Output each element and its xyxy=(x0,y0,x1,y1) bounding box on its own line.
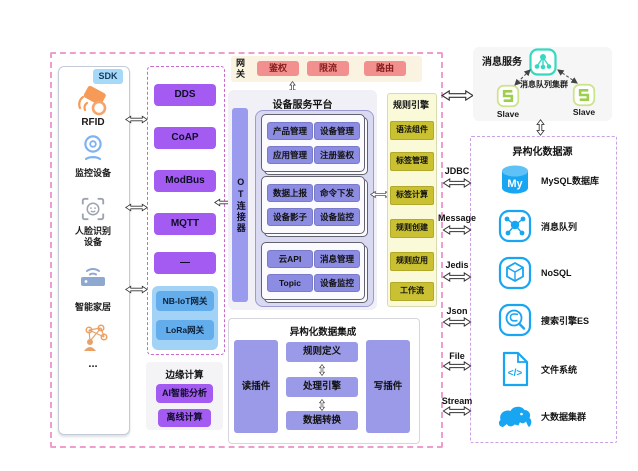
arrow-message xyxy=(442,225,472,235)
device-label-monitor: 监控设备 xyxy=(74,168,111,178)
platform-title: 设备服务平台 xyxy=(272,100,333,111)
device-label-rfid: RFID xyxy=(81,117,105,128)
gateway-nbiot: NB-IoT网关 xyxy=(156,291,214,311)
protocol-dds: DDS xyxy=(154,84,216,106)
device-panel xyxy=(58,66,130,435)
edge-computing-title: 边缘计算 xyxy=(165,370,204,381)
integration-write-plugin: 写插件 xyxy=(366,340,410,433)
datasource-label-mysql: MySQL数据库 xyxy=(541,175,600,186)
gateway-lora: LoRa网关 xyxy=(156,320,214,340)
module-register-auth: 注册鉴权 xyxy=(314,146,360,164)
arrow-messageservice-datasource xyxy=(536,119,545,136)
edge-zone-boundary xyxy=(50,52,443,448)
protocol-coap: CoAP xyxy=(154,127,216,149)
conn-label-message: Message xyxy=(437,213,477,223)
data-integration-title: 异构化数据集成 xyxy=(289,327,357,338)
conn-label-stream: Stream xyxy=(441,396,473,406)
module-product-mgmt: 产品管理 xyxy=(267,122,313,140)
integration-process-engine: 处理引擎 xyxy=(286,377,358,397)
router-icon xyxy=(81,267,105,286)
rule-syntax-component: 语法组件 xyxy=(390,121,434,140)
module-device-shadow: 设备影子 xyxy=(267,208,313,226)
datasource-label-bigdata: 大数据集群 xyxy=(541,411,587,422)
rule-create: 规则创建 xyxy=(390,219,434,238)
arrow-master-slave-left xyxy=(514,69,531,86)
rule-workflow: 工作流 xyxy=(390,282,434,301)
arrow-json xyxy=(442,317,472,327)
message-queue-icon xyxy=(498,209,532,243)
datasource-label-mq: 消息队列 xyxy=(541,221,578,232)
conn-label-json: Json xyxy=(446,306,468,316)
arrow-master-slave-right xyxy=(557,69,578,84)
arrow-engine-transform xyxy=(319,399,325,411)
rfid-icon xyxy=(78,86,107,116)
module-cloud-api: 云API xyxy=(267,250,313,268)
datasource-label-filesystem: 文件系统 xyxy=(541,364,578,375)
arrow-devices-protocols-2 xyxy=(125,203,148,212)
arrow-devices-protocols-3 xyxy=(125,285,148,294)
module-device-monitor-2: 设备监控 xyxy=(314,274,360,292)
protocol-other: — xyxy=(154,252,216,274)
face-scan-icon xyxy=(81,197,105,221)
conn-label-file: File xyxy=(449,351,465,361)
datasource-label-es: 搜索引擎ES xyxy=(541,315,590,326)
arrow-jedis xyxy=(442,272,472,282)
mq-slave-right-icon xyxy=(572,83,596,107)
camera-icon xyxy=(84,135,102,161)
module-app-mgmt: 应用管理 xyxy=(267,146,313,164)
module-data-report: 数据上报 xyxy=(267,184,313,202)
integration-data-transform: 数据转换 xyxy=(286,411,358,430)
edge-ai-analysis: AI智能分析 xyxy=(156,384,213,403)
file-system-icon: </> xyxy=(502,351,529,387)
protocol-mqtt: MQTT xyxy=(154,213,216,235)
protocol-modbus: ModBus xyxy=(154,170,216,192)
svg-text:</>: </> xyxy=(508,368,523,379)
arrow-ruledefine-engine xyxy=(319,364,325,376)
network-cluster-icon xyxy=(84,324,108,351)
module-command-send: 命令下发 xyxy=(314,184,360,202)
mq-slave-left-label: Slave xyxy=(496,109,520,119)
hadoop-elephant-icon xyxy=(498,406,532,427)
message-service-title: 消息服务 xyxy=(482,57,522,68)
arrow-jdbc xyxy=(442,178,472,188)
module-message-mgmt: 消息管理 xyxy=(314,250,360,268)
sdk-badge: SDK xyxy=(93,69,123,84)
device-label-more: ... xyxy=(88,358,98,370)
gateway-ratelimit-button: 限流 xyxy=(307,61,349,76)
arrow-devices-protocols-1 xyxy=(125,115,148,124)
arrow-platform-messageservice xyxy=(441,90,474,101)
rule-apply: 规则应用 xyxy=(390,252,434,271)
rule-engine-title: 规则引擎 xyxy=(392,100,429,110)
datasource-panel xyxy=(470,136,617,443)
device-label-face: 人脸识别设备 xyxy=(74,226,111,247)
integration-rule-define: 规则定义 xyxy=(286,342,358,362)
gateway-route-button: 路由 xyxy=(364,61,406,76)
datasource-title: 异构化数据源 xyxy=(512,147,573,158)
mq-slave-right-label: Slave xyxy=(572,107,596,117)
rule-tag-mgmt: 标签管理 xyxy=(390,152,434,171)
mq-cluster-label: 消息队列集群 xyxy=(520,80,568,89)
rule-tag-compute: 标签计算 xyxy=(390,186,434,205)
module-device-monitor: 设备监控 xyxy=(314,208,360,226)
conn-label-jdbc: JDBC xyxy=(444,166,470,176)
arrow-file xyxy=(442,361,472,371)
mq-master-icon xyxy=(529,48,557,76)
elasticsearch-icon xyxy=(498,303,532,337)
svg-text:My: My xyxy=(507,178,523,190)
mq-slave-left-icon xyxy=(496,84,520,108)
mysql-icon: My xyxy=(502,165,528,194)
module-topic: Topic xyxy=(267,274,313,292)
edge-offline-compute: 离线计算 xyxy=(158,409,211,427)
nosql-icon xyxy=(498,256,532,290)
ot-connector-bar: OT连接器 xyxy=(232,108,248,302)
datasource-label-nosql: NoSQL xyxy=(541,268,572,278)
integration-read-plugin: 读插件 xyxy=(234,340,278,433)
conn-label-jedis: Jedis xyxy=(445,260,469,270)
device-label-smarthome: 智能家居 xyxy=(74,302,111,312)
gateway-auth-button: 鉴权 xyxy=(257,61,299,76)
gateway-strip-label: 网关 xyxy=(235,58,245,79)
arrow-stream xyxy=(442,406,472,416)
module-device-mgmt: 设备管理 xyxy=(314,122,360,140)
